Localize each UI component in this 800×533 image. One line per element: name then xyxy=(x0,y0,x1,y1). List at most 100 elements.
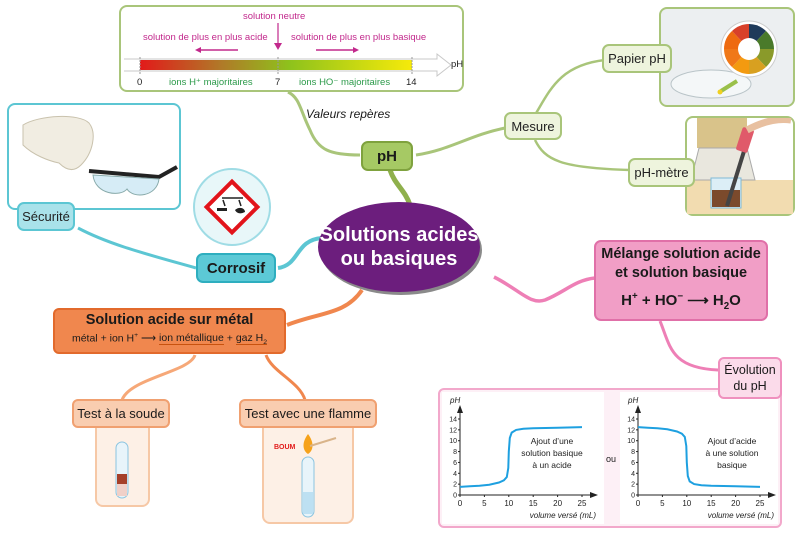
test-tube-flame-icon xyxy=(301,434,337,518)
link-ph-mesure xyxy=(415,126,506,157)
y-tick-label: 8 xyxy=(631,449,635,456)
central-title-line1: Solutions acides xyxy=(319,224,479,246)
x-tick-label: 20 xyxy=(553,499,562,508)
ph-gradient-bar xyxy=(140,60,412,70)
x-tick-label: 0 xyxy=(636,499,641,508)
mesure-node[interactable]: Mesure xyxy=(504,112,562,140)
ou-separator: ou xyxy=(606,454,617,464)
link-mesure-phmetre xyxy=(533,139,631,172)
y-tick-label: 12 xyxy=(627,427,635,434)
test-soude-node[interactable]: Test à la soude xyxy=(72,399,170,428)
y-tick-label: 6 xyxy=(453,460,457,467)
mix-equation: H+ + HO− ⟶ H2O xyxy=(621,291,741,312)
link-mesure-papier xyxy=(533,58,606,116)
y-tick-label: 2 xyxy=(631,482,635,489)
link-metal-soude xyxy=(120,354,197,401)
link-metal-flamme xyxy=(264,354,307,401)
x-axis-arrow xyxy=(590,492,598,498)
chart-panel-right xyxy=(620,392,778,524)
y-tick-label: 0 xyxy=(453,493,457,500)
y-tick-label: 10 xyxy=(627,438,635,445)
safety-image xyxy=(7,103,181,210)
test-tube-precipitate-icon xyxy=(115,441,129,499)
valeurs-reperes-label: Valeurs repères xyxy=(306,107,391,121)
x-tick-label: 25 xyxy=(578,499,587,508)
gloves-goggles-icon xyxy=(22,115,178,196)
y-tick-label: 4 xyxy=(453,471,457,478)
corrosif-node[interactable]: Corrosif xyxy=(196,253,276,283)
central-topic[interactable]: Solutions acides ou basiques xyxy=(318,202,480,292)
y-tick-label: 12 xyxy=(449,427,457,434)
y-axis-label: pH xyxy=(449,396,460,405)
ph-metre-node[interactable]: pH-mètre xyxy=(628,158,695,187)
central-title-line2: ou basiques xyxy=(340,248,458,270)
x-tick-label: 0 xyxy=(458,499,463,508)
x-axis-label: volume versé (mL) xyxy=(708,511,775,520)
corrosive-pictogram xyxy=(193,168,271,246)
chart-panel-left xyxy=(442,392,604,524)
neutral-arrowhead xyxy=(274,43,282,50)
x-tick-label: 20 xyxy=(731,499,740,508)
tick-14: 14 xyxy=(406,77,417,88)
papier-ph-node[interactable]: Papier pH xyxy=(602,44,672,73)
securite-node[interactable]: Sécurité xyxy=(17,202,75,231)
x-tick-label: 10 xyxy=(504,499,513,508)
boum-label: BOUM xyxy=(274,444,296,451)
test-flamme-node[interactable]: Test avec une flamme xyxy=(239,399,377,428)
ph-paper-image xyxy=(659,7,795,107)
y-axis-arrow xyxy=(635,405,641,413)
evolution-line1: Évolution xyxy=(724,363,776,377)
ph-node[interactable]: pH xyxy=(361,141,413,171)
acid-ions-label: ions H⁺ majoritaires xyxy=(169,77,253,88)
y-tick-label: 14 xyxy=(627,417,635,424)
corrosive-hazard-icon xyxy=(203,178,261,236)
y-tick-label: 6 xyxy=(631,460,635,467)
flamme-image: BOUM xyxy=(262,420,354,524)
x-tick-label: 25 xyxy=(756,499,765,508)
y-tick-label: 0 xyxy=(631,493,635,500)
y-tick-label: 14 xyxy=(449,417,457,424)
link-ph-central xyxy=(387,169,413,206)
y-tick-label: 2 xyxy=(453,482,457,489)
x-tick-label: 15 xyxy=(529,499,538,508)
link-mix-central xyxy=(493,275,596,303)
chart-annotation: solution basique xyxy=(521,448,583,458)
y-tick-label: 4 xyxy=(631,471,635,478)
x-tick-label: 10 xyxy=(682,499,691,508)
soude-image xyxy=(95,420,150,507)
mix-line2: et solution basique xyxy=(614,265,748,281)
mix-node[interactable]: Mélange solution acide et solution basiq… xyxy=(594,240,768,321)
ph-curve xyxy=(459,426,583,488)
ph-axis-label: pH xyxy=(451,59,464,70)
x-tick-label: 15 xyxy=(707,499,716,508)
chart-annotation: Ajout d’une xyxy=(531,436,574,446)
link-mix-evolution xyxy=(658,320,719,372)
acid-direction-label: solution de plus en plus acide xyxy=(143,32,268,43)
tick-7: 7 xyxy=(275,77,281,88)
x-tick-label: 5 xyxy=(660,499,665,508)
ph-scale-graphic xyxy=(124,23,452,78)
link-corrosif-central xyxy=(277,236,323,270)
mix-line1: Mélange solution acide xyxy=(601,246,761,262)
y-axis-label: pH xyxy=(627,396,638,405)
metal-acid-node[interactable]: Solution acide sur métal métal + ion H+ … xyxy=(53,308,286,354)
neutral-label: solution neutre xyxy=(243,11,306,22)
chart-annotation: basique xyxy=(717,460,747,470)
chart-annotation: à une solution xyxy=(706,448,759,458)
y-tick-label: 8 xyxy=(453,449,457,456)
ph-paper-icon xyxy=(670,20,778,99)
ph-scale-panel: solution neutre solution de plus en plus… xyxy=(119,5,464,92)
product-h2-gas: gaz H2 xyxy=(235,332,268,347)
evolution-line2: du pH xyxy=(733,379,767,393)
link-securite-corrosif xyxy=(77,226,197,270)
y-tick-label: 10 xyxy=(449,438,457,445)
chart-annotation: Ajout d’acide xyxy=(708,436,757,446)
x-tick-label: 5 xyxy=(482,499,487,508)
chart-annotation: à un acide xyxy=(532,460,571,470)
x-axis-arrow xyxy=(768,492,776,498)
link-ph-valeurs xyxy=(287,90,361,157)
evolution-ph-node[interactable]: Évolution du pH xyxy=(718,357,782,399)
